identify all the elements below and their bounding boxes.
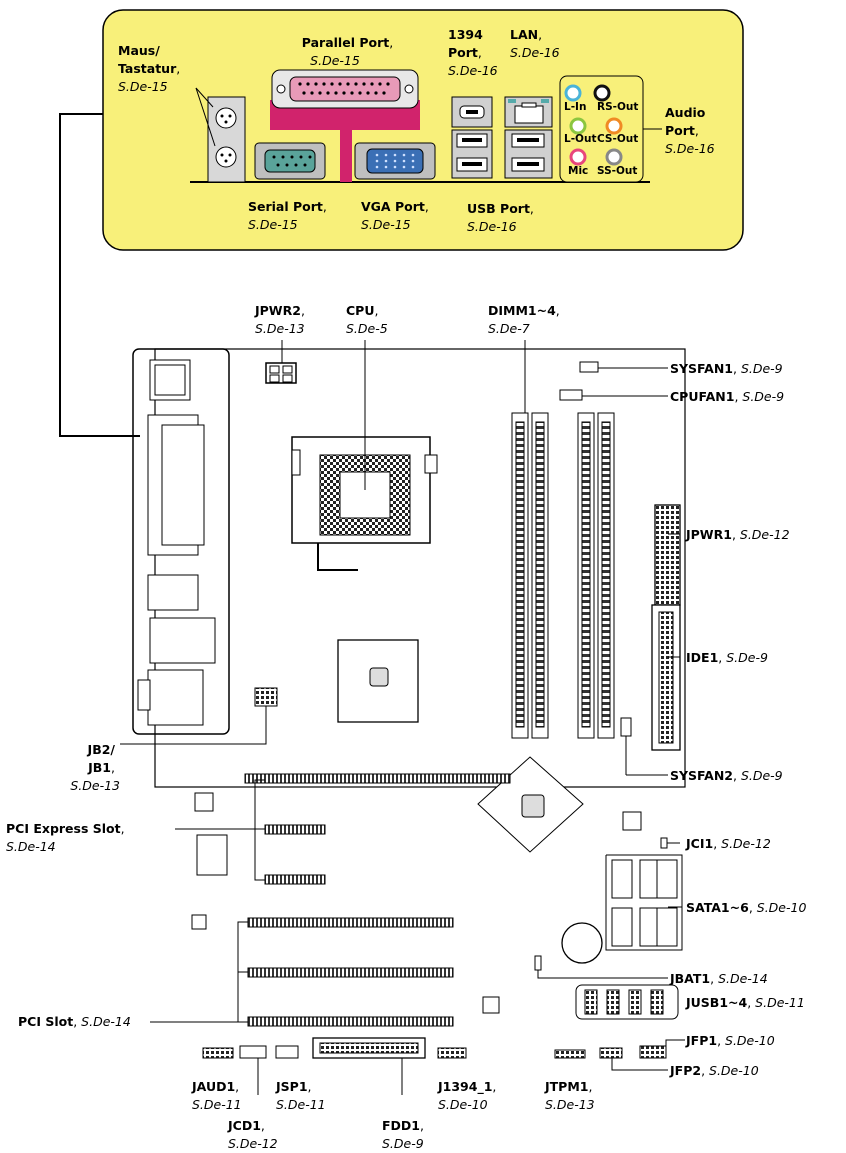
- jack-cs-out: CS-Out: [597, 133, 639, 145]
- ps2-ports: [207, 96, 246, 183]
- label-jsp1-ref: S.De-11: [276, 1097, 326, 1112]
- label-jpwr1: JPWR1, S.De-12: [686, 527, 790, 542]
- label-jpwr2: JPWR2,: [255, 303, 305, 318]
- battery: [561, 922, 603, 964]
- pci-slot-3: [247, 1016, 454, 1027]
- label-usb: USB Port,: [467, 201, 534, 216]
- pcie-x1-slot-1: [264, 824, 326, 835]
- label-jb2: JB2/: [87, 742, 115, 757]
- label-usb-ref: S.De-16: [467, 219, 517, 234]
- pcie-x1-slot-2: [264, 874, 326, 885]
- label-jaud1-ref: S.De-11: [192, 1097, 242, 1112]
- label-vga: VGA Port,: [361, 199, 429, 214]
- label-sata: SATA1~6, S.De-10: [686, 900, 807, 915]
- sysfan1: [579, 361, 599, 373]
- label-cpufan1: CPUFAN1, S.De-9: [670, 389, 785, 404]
- jfp2: [599, 1047, 623, 1059]
- label-cpu-ref: S.De-5: [346, 321, 388, 336]
- jci1: [660, 837, 668, 849]
- label-sysfan2: SYSFAN2, S.De-9: [670, 768, 783, 783]
- label-j1394: J1394_1,: [438, 1079, 497, 1094]
- cpufan1: [559, 389, 583, 401]
- label-lan-ref: S.De-16: [510, 45, 560, 60]
- label-dimm-ref: S.De-7: [488, 321, 530, 336]
- sysfan2: [620, 717, 632, 737]
- jusb2: [606, 989, 620, 1015]
- label-jb-ref: S.De-13: [70, 778, 120, 793]
- label-tastatur: Tastatur,: [118, 61, 181, 76]
- jfp1: [639, 1045, 667, 1059]
- label-maus: Maus/: [118, 43, 160, 58]
- jusb3: [628, 989, 642, 1015]
- label-fdd1: FDD1,: [382, 1118, 424, 1133]
- label-ide1: IDE1, S.De-9: [686, 650, 768, 665]
- io-panel: [102, 9, 744, 251]
- jusb1: [584, 989, 598, 1015]
- jpwr1: [654, 504, 681, 606]
- label-jcd1: JCD1,: [228, 1118, 265, 1133]
- label-jtpm1: JTPM1,: [545, 1079, 593, 1094]
- label-jbat1: JBAT1, S.De-14: [670, 971, 768, 986]
- jcd1: [239, 1045, 267, 1059]
- jack-ss-out: SS-Out: [597, 165, 638, 177]
- label-jaud1: JAUD1,: [192, 1079, 240, 1094]
- jaud1: [202, 1047, 234, 1059]
- jtpm1: [554, 1049, 586, 1059]
- label-1394-ref: S.De-16: [448, 63, 498, 78]
- jsp1: [275, 1045, 299, 1059]
- label-parallel: Parallel Port,: [301, 35, 394, 50]
- label-parallel-ref: S.De-15: [310, 53, 360, 68]
- label-audio: Audio: [665, 105, 706, 120]
- label-jfp1: JFP1, S.De-10: [686, 1033, 775, 1048]
- label-vga-ref: S.De-15: [361, 217, 411, 232]
- jack-l-out: L-Out: [564, 133, 597, 145]
- label-serial-ref: S.De-15: [248, 217, 298, 232]
- label-jfp2: JFP2, S.De-10: [670, 1063, 759, 1078]
- jack-l-in: L-In: [564, 101, 587, 113]
- label-sysfan1: SYSFAN1, S.De-9: [670, 361, 783, 376]
- label-1394: 1394: [448, 27, 483, 42]
- label-pcie-ref: S.De-14: [6, 839, 56, 854]
- j1394-header: [437, 1047, 467, 1059]
- label-1394-port: Port,: [448, 45, 482, 60]
- label-dimm: DIMM1~4,: [488, 303, 560, 318]
- label-lan: LAN,: [510, 27, 543, 42]
- label-j1394-ref: S.De-10: [438, 1097, 488, 1112]
- dimm-slots: [511, 412, 615, 739]
- jb2-jb1: [254, 687, 278, 707]
- label-audio-port: Port,: [665, 123, 699, 138]
- label-maus-ref: S.De-15: [118, 79, 168, 94]
- label-serial: Serial Port,: [248, 199, 327, 214]
- jack-rs-out: RS-Out: [597, 101, 639, 113]
- motherboard: [154, 348, 686, 788]
- label-fdd1-ref: S.De-9: [382, 1136, 424, 1151]
- label-pcie: PCI Express Slot,: [6, 821, 125, 836]
- pci-slot-2: [247, 967, 454, 978]
- label-jcd1-ref: S.De-12: [228, 1136, 278, 1151]
- label-pci: PCI Slot, S.De-14: [18, 1014, 131, 1029]
- label-jb1: JB1,: [88, 760, 115, 775]
- label-jtpm1-ref: S.De-13: [545, 1097, 595, 1112]
- jack-mic: Mic: [568, 165, 589, 177]
- label-jsp1: JSP1,: [276, 1079, 312, 1094]
- label-audio-ref: S.De-16: [665, 141, 715, 156]
- label-cpu: CPU,: [346, 303, 379, 318]
- label-jci1: JCI1, S.De-12: [686, 836, 771, 851]
- sata-connectors: [611, 859, 678, 947]
- pcie-x16-slot: [244, 773, 511, 784]
- pci-slot-1: [247, 917, 454, 928]
- label-jusb: JUSB1~4, S.De-11: [686, 995, 805, 1010]
- label-jpwr2-ref: S.De-13: [255, 321, 305, 336]
- jusb4: [650, 989, 664, 1015]
- jbat1: [534, 955, 542, 971]
